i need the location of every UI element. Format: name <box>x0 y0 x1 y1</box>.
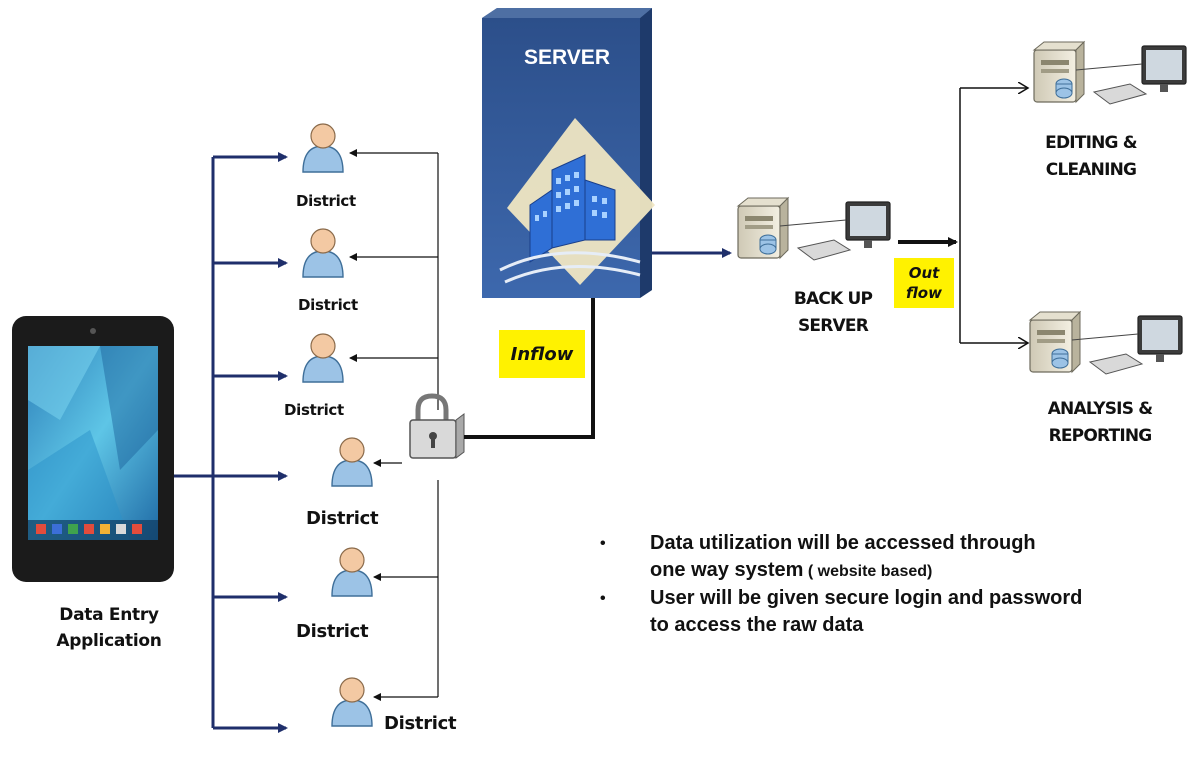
notes-list: Data utilization will be accessed throug… <box>600 530 1180 639</box>
note-item: User will be given secure login and pass… <box>600 585 1180 639</box>
editing-cleaning-label: EDITING & CLEANING <box>1026 130 1156 184</box>
analysis-reporting-label: ANALYSIS & REPORTING <box>1030 396 1170 450</box>
lock-icon <box>409 393 465 459</box>
inflow-arrow <box>464 284 598 439</box>
tablet-caption-line1: Data Entry <box>59 605 159 625</box>
district-label: District <box>384 713 457 734</box>
backup-server-label: BACK UP SERVER <box>770 286 896 340</box>
district-user-icon <box>302 333 344 383</box>
server-icon <box>482 8 655 298</box>
district-label: District <box>296 621 369 642</box>
district-user-icon <box>302 123 344 173</box>
outflow-label-line2: flow <box>906 284 942 302</box>
tablet-caption-line2: Application <box>56 631 162 651</box>
tablet-caption: Data Entry Application <box>36 602 182 654</box>
note-aside: ( website based) <box>803 563 933 580</box>
district-return-lines <box>349 149 439 701</box>
server-title: SERVER <box>524 46 610 69</box>
note-line: User will be given secure login and pass… <box>650 587 1083 609</box>
editing-label-line1: EDITING & <box>1045 133 1138 153</box>
district-label: District <box>306 508 379 529</box>
analysis-workstation-icon <box>1029 311 1183 375</box>
analysis-label-line1: ANALYSIS & <box>1047 399 1153 419</box>
inflow-label: Inflow <box>510 343 574 365</box>
district-user-icon <box>302 228 344 278</box>
analysis-label-line2: REPORTING <box>1048 426 1153 446</box>
note-line: one way system ( website based) <box>650 557 1180 585</box>
district-user-icon <box>331 437 373 487</box>
note-item: Data utilization will be accessed throug… <box>600 530 1180 585</box>
district-user-icon <box>331 677 373 727</box>
backup-server-label-line1: BACK UP <box>793 289 873 309</box>
backup-server-icon <box>737 197 891 261</box>
inflow-callout: Inflow <box>499 330 585 378</box>
outflow-callout: Out flow <box>894 258 954 308</box>
note-line: to access the raw data <box>650 614 864 636</box>
note-line: Data utilization will be accessed throug… <box>650 532 1036 554</box>
district-user-icon <box>331 547 373 597</box>
district-label: District <box>298 296 358 314</box>
tablet-icon <box>12 316 174 582</box>
backup-server-label-line2: SERVER <box>797 316 869 336</box>
editing-label-line2: CLEANING <box>1045 160 1137 180</box>
district-label: District <box>296 192 356 210</box>
district-label: District <box>284 401 344 419</box>
note-continuation: one way system <box>650 559 804 581</box>
outflow-arrows <box>898 88 1028 343</box>
editing-workstation-icon <box>1033 41 1187 105</box>
distribution-arrows <box>174 152 288 733</box>
outflow-label-line1: Out <box>908 264 940 282</box>
